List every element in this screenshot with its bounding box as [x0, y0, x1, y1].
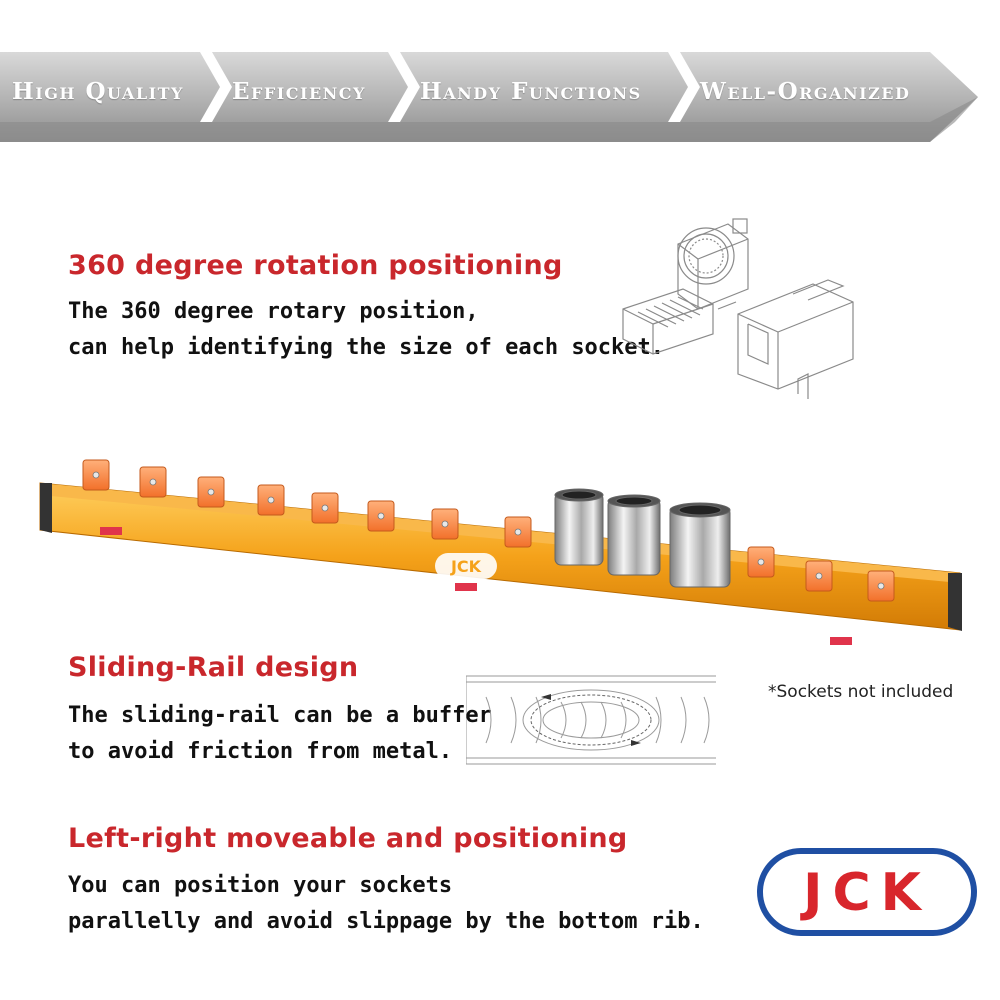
rail-logo: JCK	[435, 553, 497, 579]
text-line: The 360 degree rotary position,	[68, 299, 479, 324]
jck-logo: JCK	[757, 848, 977, 936]
banner-item-efficiency: Efficiency	[232, 77, 366, 105]
section-text-sliding-rail: The sliding-rail can be a buffer to avoi…	[68, 698, 492, 770]
rail-pat-line2: US 9878441	[862, 633, 905, 641]
text-line: You can position your sockets	[68, 873, 453, 898]
feature-banner: High Quality Efficiency Handy Functions …	[0, 52, 980, 142]
text-line: to avoid friction from metal.	[68, 739, 453, 764]
sliding-rail-diagram	[466, 675, 716, 765]
rail-logo-text: JCK	[450, 557, 482, 576]
banner-background	[0, 52, 978, 142]
section-text-rotation: The 360 degree rotary position, can help…	[68, 294, 664, 366]
rotation-diagram	[622, 218, 854, 399]
socket-rail-illustration: JCK PAT US 9878441	[39, 459, 962, 645]
banner-item-well-organized: Well-Organized	[700, 77, 911, 105]
text-line: can help identifying the size of each so…	[68, 335, 665, 360]
text-line: parallelly and avoid slippage by the bot…	[68, 909, 704, 934]
jck-logo-text: JCK	[800, 863, 931, 923]
section-heading-sliding-rail: Sliding-Rail design	[68, 652, 359, 683]
section-heading-rotation: 360 degree rotation positioning	[68, 250, 563, 281]
rail-pat-line1: PAT	[870, 625, 883, 633]
banner-item-handy-functions: Handy Functions	[420, 77, 642, 105]
text-line: The sliding-rail can be a buffer	[68, 703, 492, 728]
sockets-not-included-note: *Sockets not included	[768, 682, 954, 702]
section-text-moveable: You can position your sockets parallelly…	[68, 868, 704, 940]
section-heading-moveable: Left-right moveable and positioning	[68, 823, 628, 854]
banner-item-high-quality: High Quality	[12, 77, 184, 105]
